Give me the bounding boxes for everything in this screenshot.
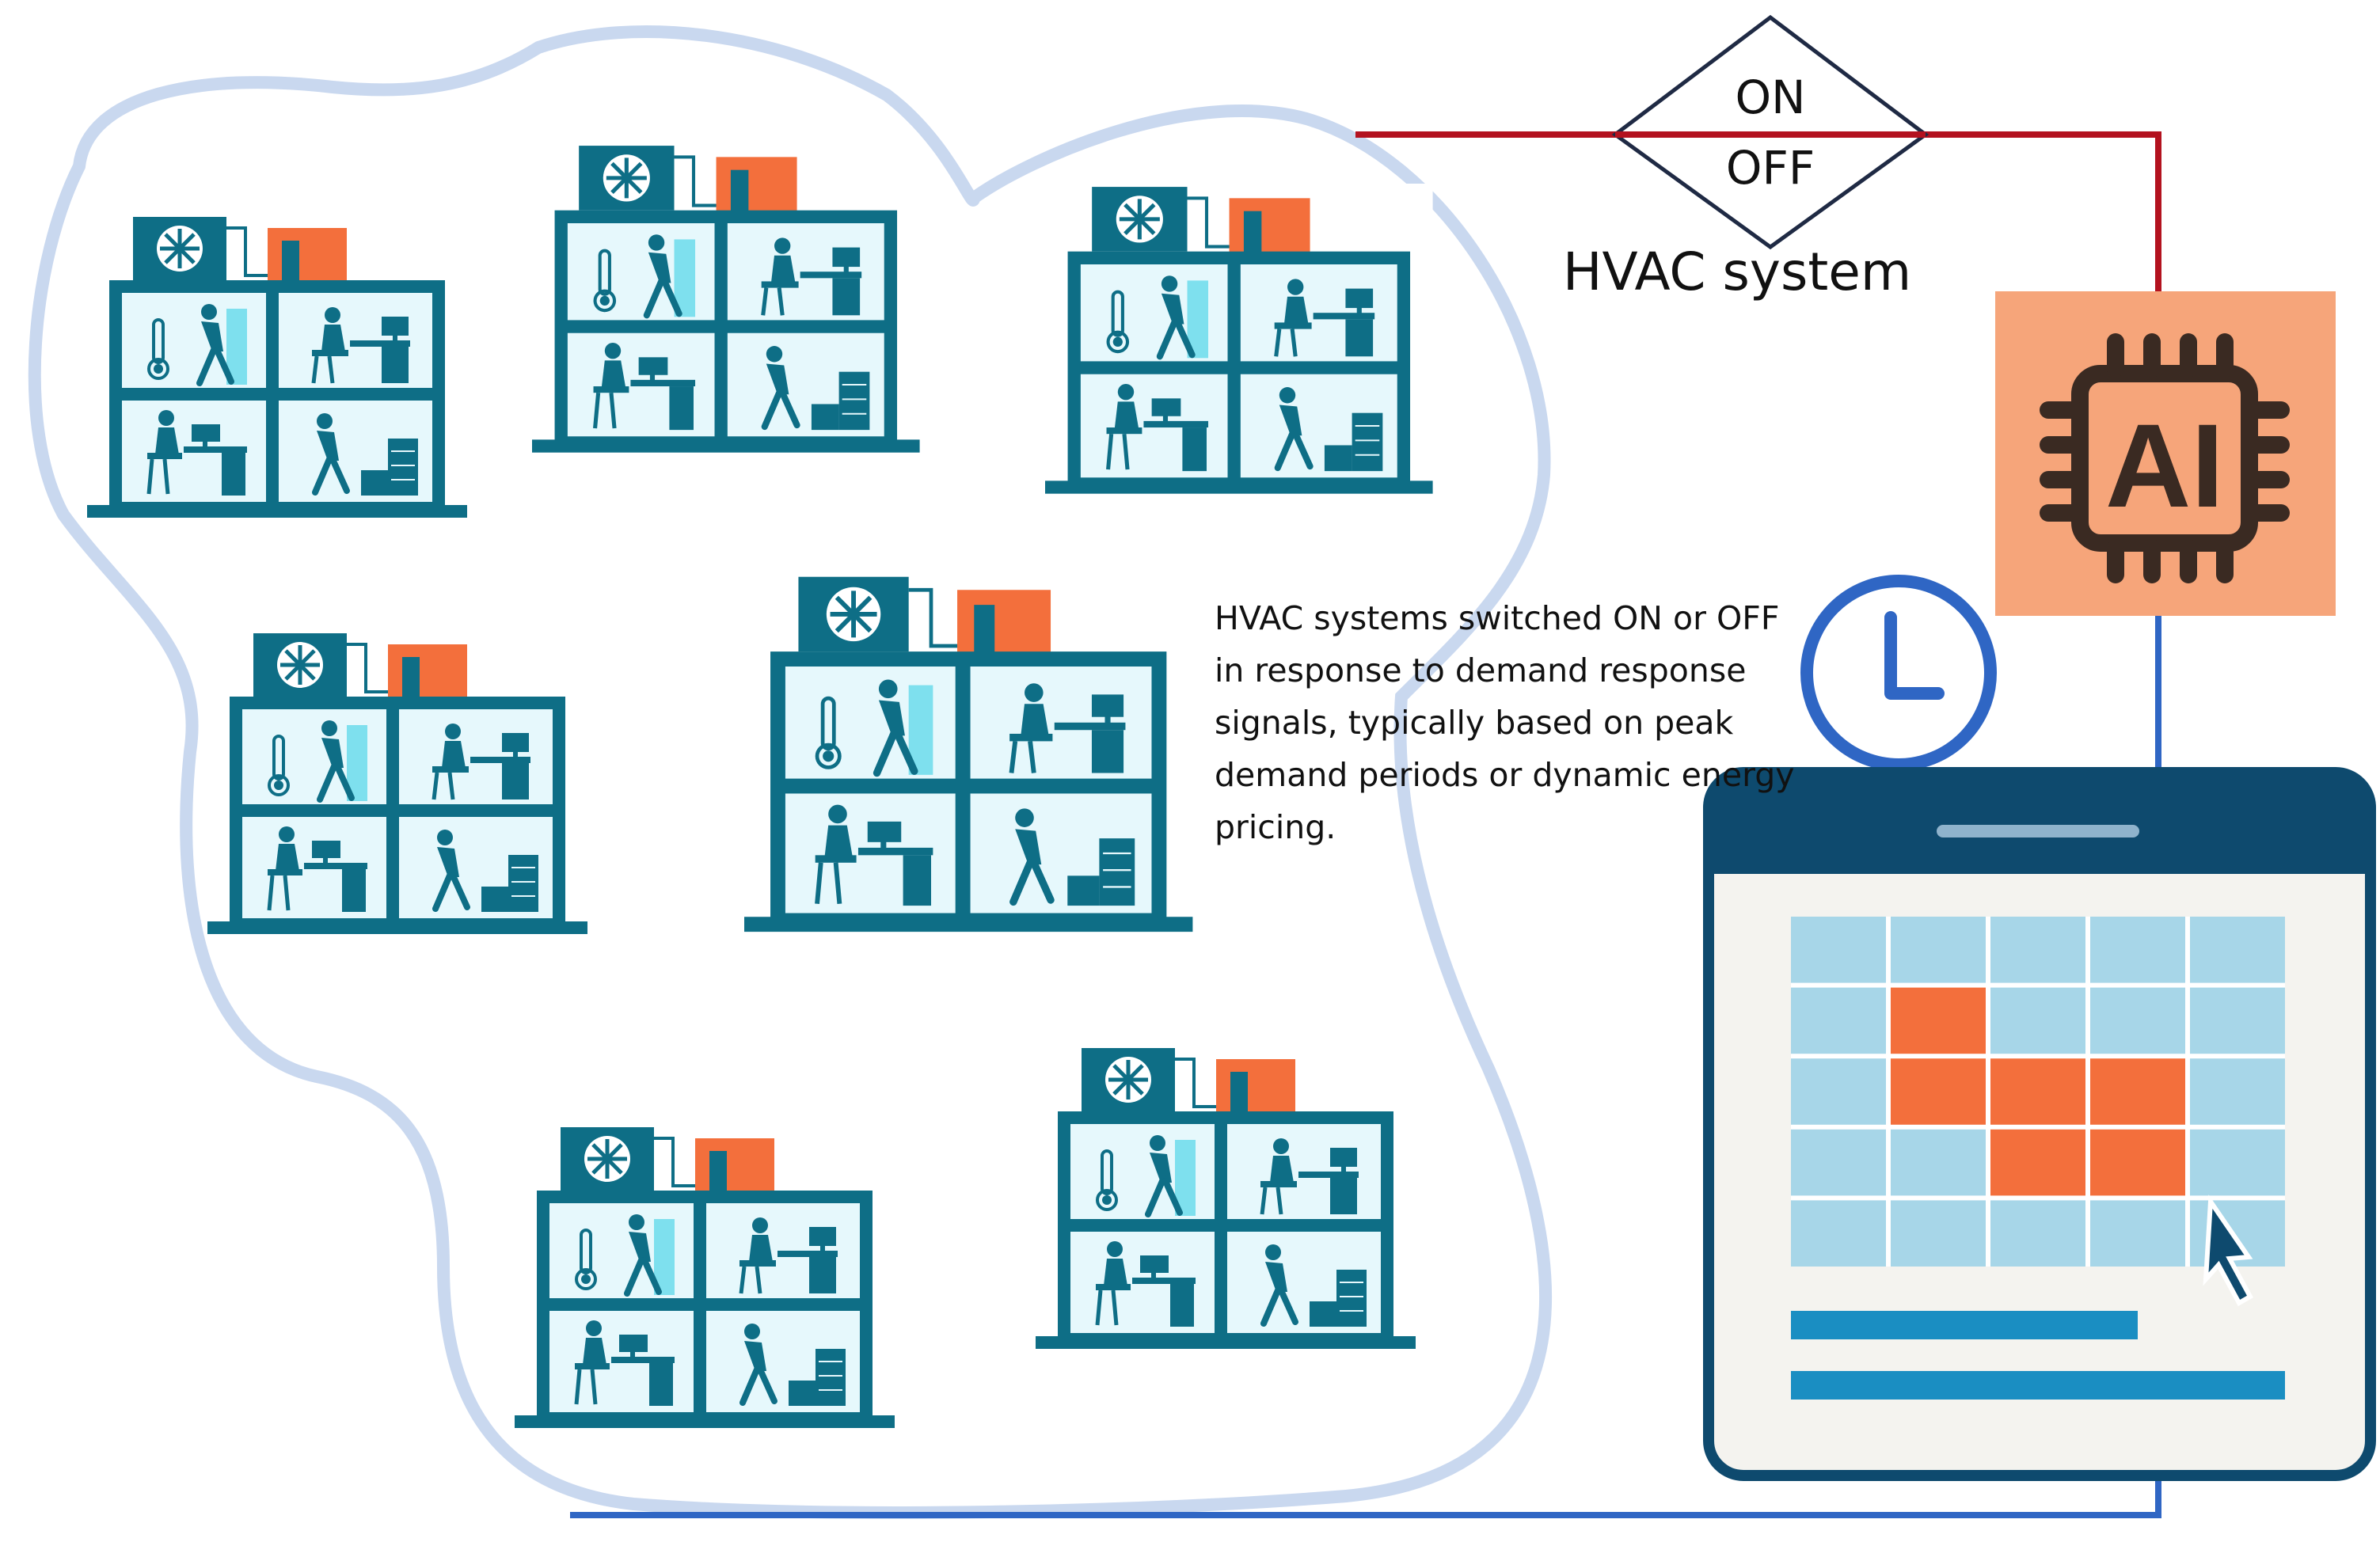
schedule-app-window <box>1703 767 2376 1481</box>
building-1 <box>87 214 467 521</box>
building-7 <box>1036 1045 1416 1352</box>
calendar-cell-highlighted <box>1990 1058 2085 1125</box>
ai-chip-icon <box>2040 333 2290 583</box>
calendar-cell <box>1791 917 1886 983</box>
calendar-cell <box>1791 987 1886 1054</box>
calendar-cell <box>2190 1058 2285 1125</box>
content-bar-2 <box>1791 1371 2285 1400</box>
switch-on-label: ON <box>1735 70 1805 124</box>
cursor-icon <box>2203 1194 2254 1307</box>
hvac-switch: ON OFF <box>1611 14 1929 250</box>
calendar-cell <box>2190 987 2285 1054</box>
calendar-grid <box>1791 917 2285 1267</box>
calendar-cell <box>1990 1200 2085 1267</box>
calendar-cell-highlighted <box>1891 987 1986 1054</box>
calendar-cell-highlighted <box>2090 1129 2185 1196</box>
building-2 <box>532 142 920 456</box>
building-4 <box>207 630 587 937</box>
calendar-cell-highlighted <box>1891 1058 1986 1125</box>
ai-chip-panel: AI <box>1995 291 2336 616</box>
calendar-cell <box>1891 1129 1986 1196</box>
switch-off-label: OFF <box>1726 141 1815 195</box>
calendar-cell <box>1990 987 2085 1054</box>
calendar-cell <box>2190 1129 2285 1196</box>
description-text: HVAC systems switched ON or OFF in respo… <box>1215 599 1795 846</box>
building-cluster-outline <box>28 25 1552 1519</box>
ai-label: AI <box>2105 399 2224 532</box>
calendar-cell <box>1891 917 1986 983</box>
content-bar-1 <box>1791 1311 2138 1339</box>
building-3 <box>1045 184 1433 497</box>
calendar-cell <box>2190 917 2285 983</box>
calendar-cell <box>2090 1200 2185 1267</box>
calendar-cell <box>1891 1200 1986 1267</box>
calendar-cell-highlighted <box>1990 1129 2085 1196</box>
calendar-cell-highlighted <box>2090 1058 2185 1125</box>
calendar-cell <box>1791 1129 1886 1196</box>
calendar-cell <box>1791 1200 1886 1267</box>
building-5 <box>744 573 1192 936</box>
calendar-cell <box>1791 1058 1886 1125</box>
building-6 <box>515 1124 895 1431</box>
clock-icon <box>1800 575 1997 771</box>
hvac-system-label: HVAC system <box>1563 241 1911 302</box>
calendar-cell <box>1990 917 2085 983</box>
calendar-cell <box>2090 987 2185 1054</box>
calendar-cell <box>2090 917 2185 983</box>
